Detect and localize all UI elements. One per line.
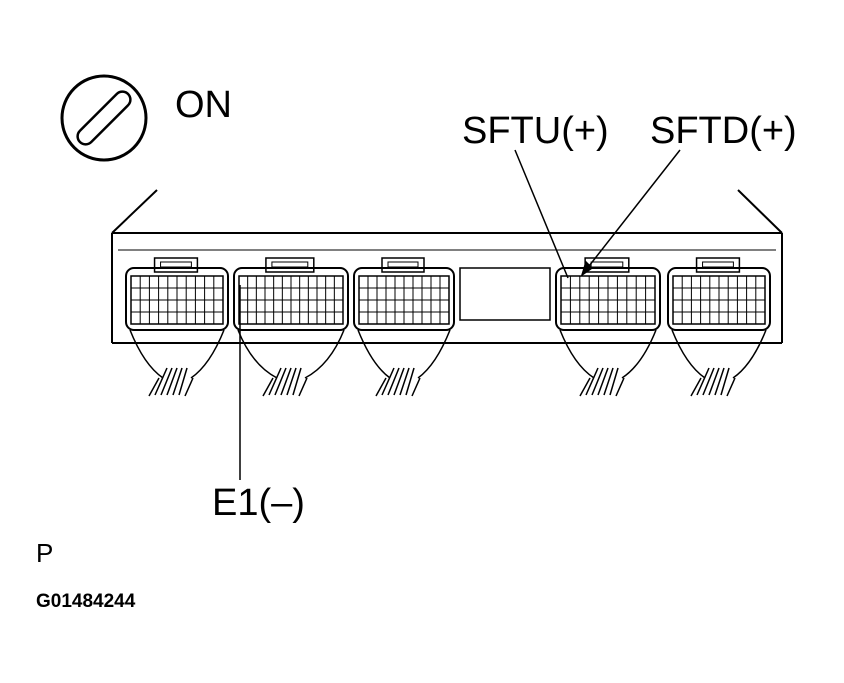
ecu-connector [125,257,229,331]
sftu-terminal-label: SFTU(+) [462,110,609,152]
sftd-leader-line [581,149,681,276]
wire-bundle [237,329,345,397]
position-mark: P [36,538,54,568]
leader-lines [239,149,681,480]
wire-bundle [671,329,767,397]
ecu-connector [353,257,455,331]
sftd-arrowhead [580,260,594,277]
ignition-switch-icon [60,74,148,162]
ignition-state-label: ON [175,84,232,126]
wire-bundle [357,329,451,397]
ecu-connector [667,257,771,331]
ecu-housing [111,189,783,344]
ecu-connector [233,257,349,331]
wire-bundle [559,329,657,397]
wire-bundle [129,329,225,397]
sftd-terminal-label: SFTD(+) [650,110,797,152]
figure-code: G01484244 [36,591,136,612]
e1-terminal-label: E1(–) [212,482,305,524]
ecu-connectors [125,257,771,397]
ecu-connector [555,257,661,331]
sftu-leader-line [514,149,569,279]
